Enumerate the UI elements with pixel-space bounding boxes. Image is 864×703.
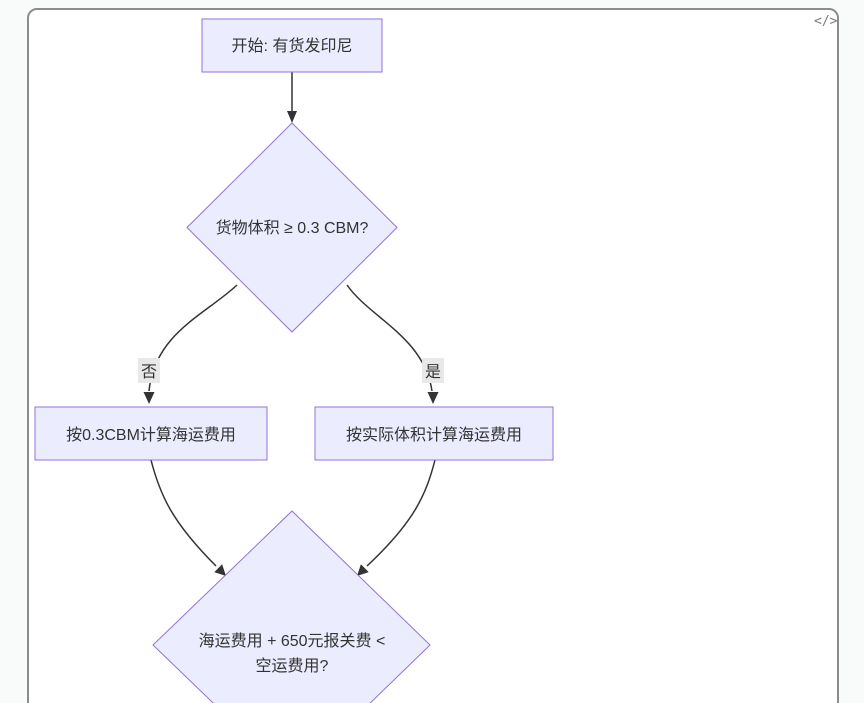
node-shape <box>201 18 383 73</box>
edge-line <box>150 459 217 567</box>
edge-line <box>148 284 238 392</box>
arrowhead-icon <box>357 564 369 576</box>
node-shape <box>314 406 554 461</box>
node-shape <box>152 510 431 703</box>
arrowhead-icon <box>427 392 439 404</box>
node-label: 开始: 有货发印尼 <box>232 37 353 55</box>
edge-label-background <box>422 358 444 383</box>
edge-calc-min-to-decision-cost <box>150 459 226 576</box>
node-calc-min: 按0.3CBM计算海运费用 <box>34 406 268 461</box>
edge-yes-branch: 是 <box>346 284 444 404</box>
arrowhead-icon <box>214 564 226 576</box>
node-label: 按0.3CBM计算海运费用 <box>66 425 236 444</box>
node-calc-actual: 按实际体积计算海运费用 <box>314 406 554 461</box>
arrowhead-icon <box>287 111 297 123</box>
diagram-panel <box>27 8 839 703</box>
node-shape <box>186 122 398 333</box>
node-start: 开始: 有货发印尼 <box>201 18 383 73</box>
edge-label-no: 否 <box>141 364 157 381</box>
node-label-line1: 海运费用 + 650元报关费 < <box>199 632 386 650</box>
node-label-line2: 空运费用? <box>256 657 329 675</box>
edge-calc-actual-to-decision-cost <box>357 459 436 576</box>
node-label: 按实际体积计算海运费用 <box>346 425 522 444</box>
node-label: 货物体积 ≥ 0.3 CBM? <box>216 219 369 237</box>
node-decision-cost: 海运费用 + 650元报关费 < 空运费用? <box>152 510 431 703</box>
edge-label-background <box>138 358 160 383</box>
node-shape <box>34 406 268 461</box>
arrowhead-icon <box>143 392 155 404</box>
node-decision-volume: 货物体积 ≥ 0.3 CBM? <box>186 122 398 333</box>
edge-no-branch: 否 <box>138 284 238 404</box>
edge-start-to-decision-volume <box>287 72 297 123</box>
edge-label-yes: 是 <box>425 364 441 381</box>
view-code-button[interactable]: </> <box>810 13 841 30</box>
edge-line <box>346 284 433 392</box>
edge-line <box>366 459 436 567</box>
